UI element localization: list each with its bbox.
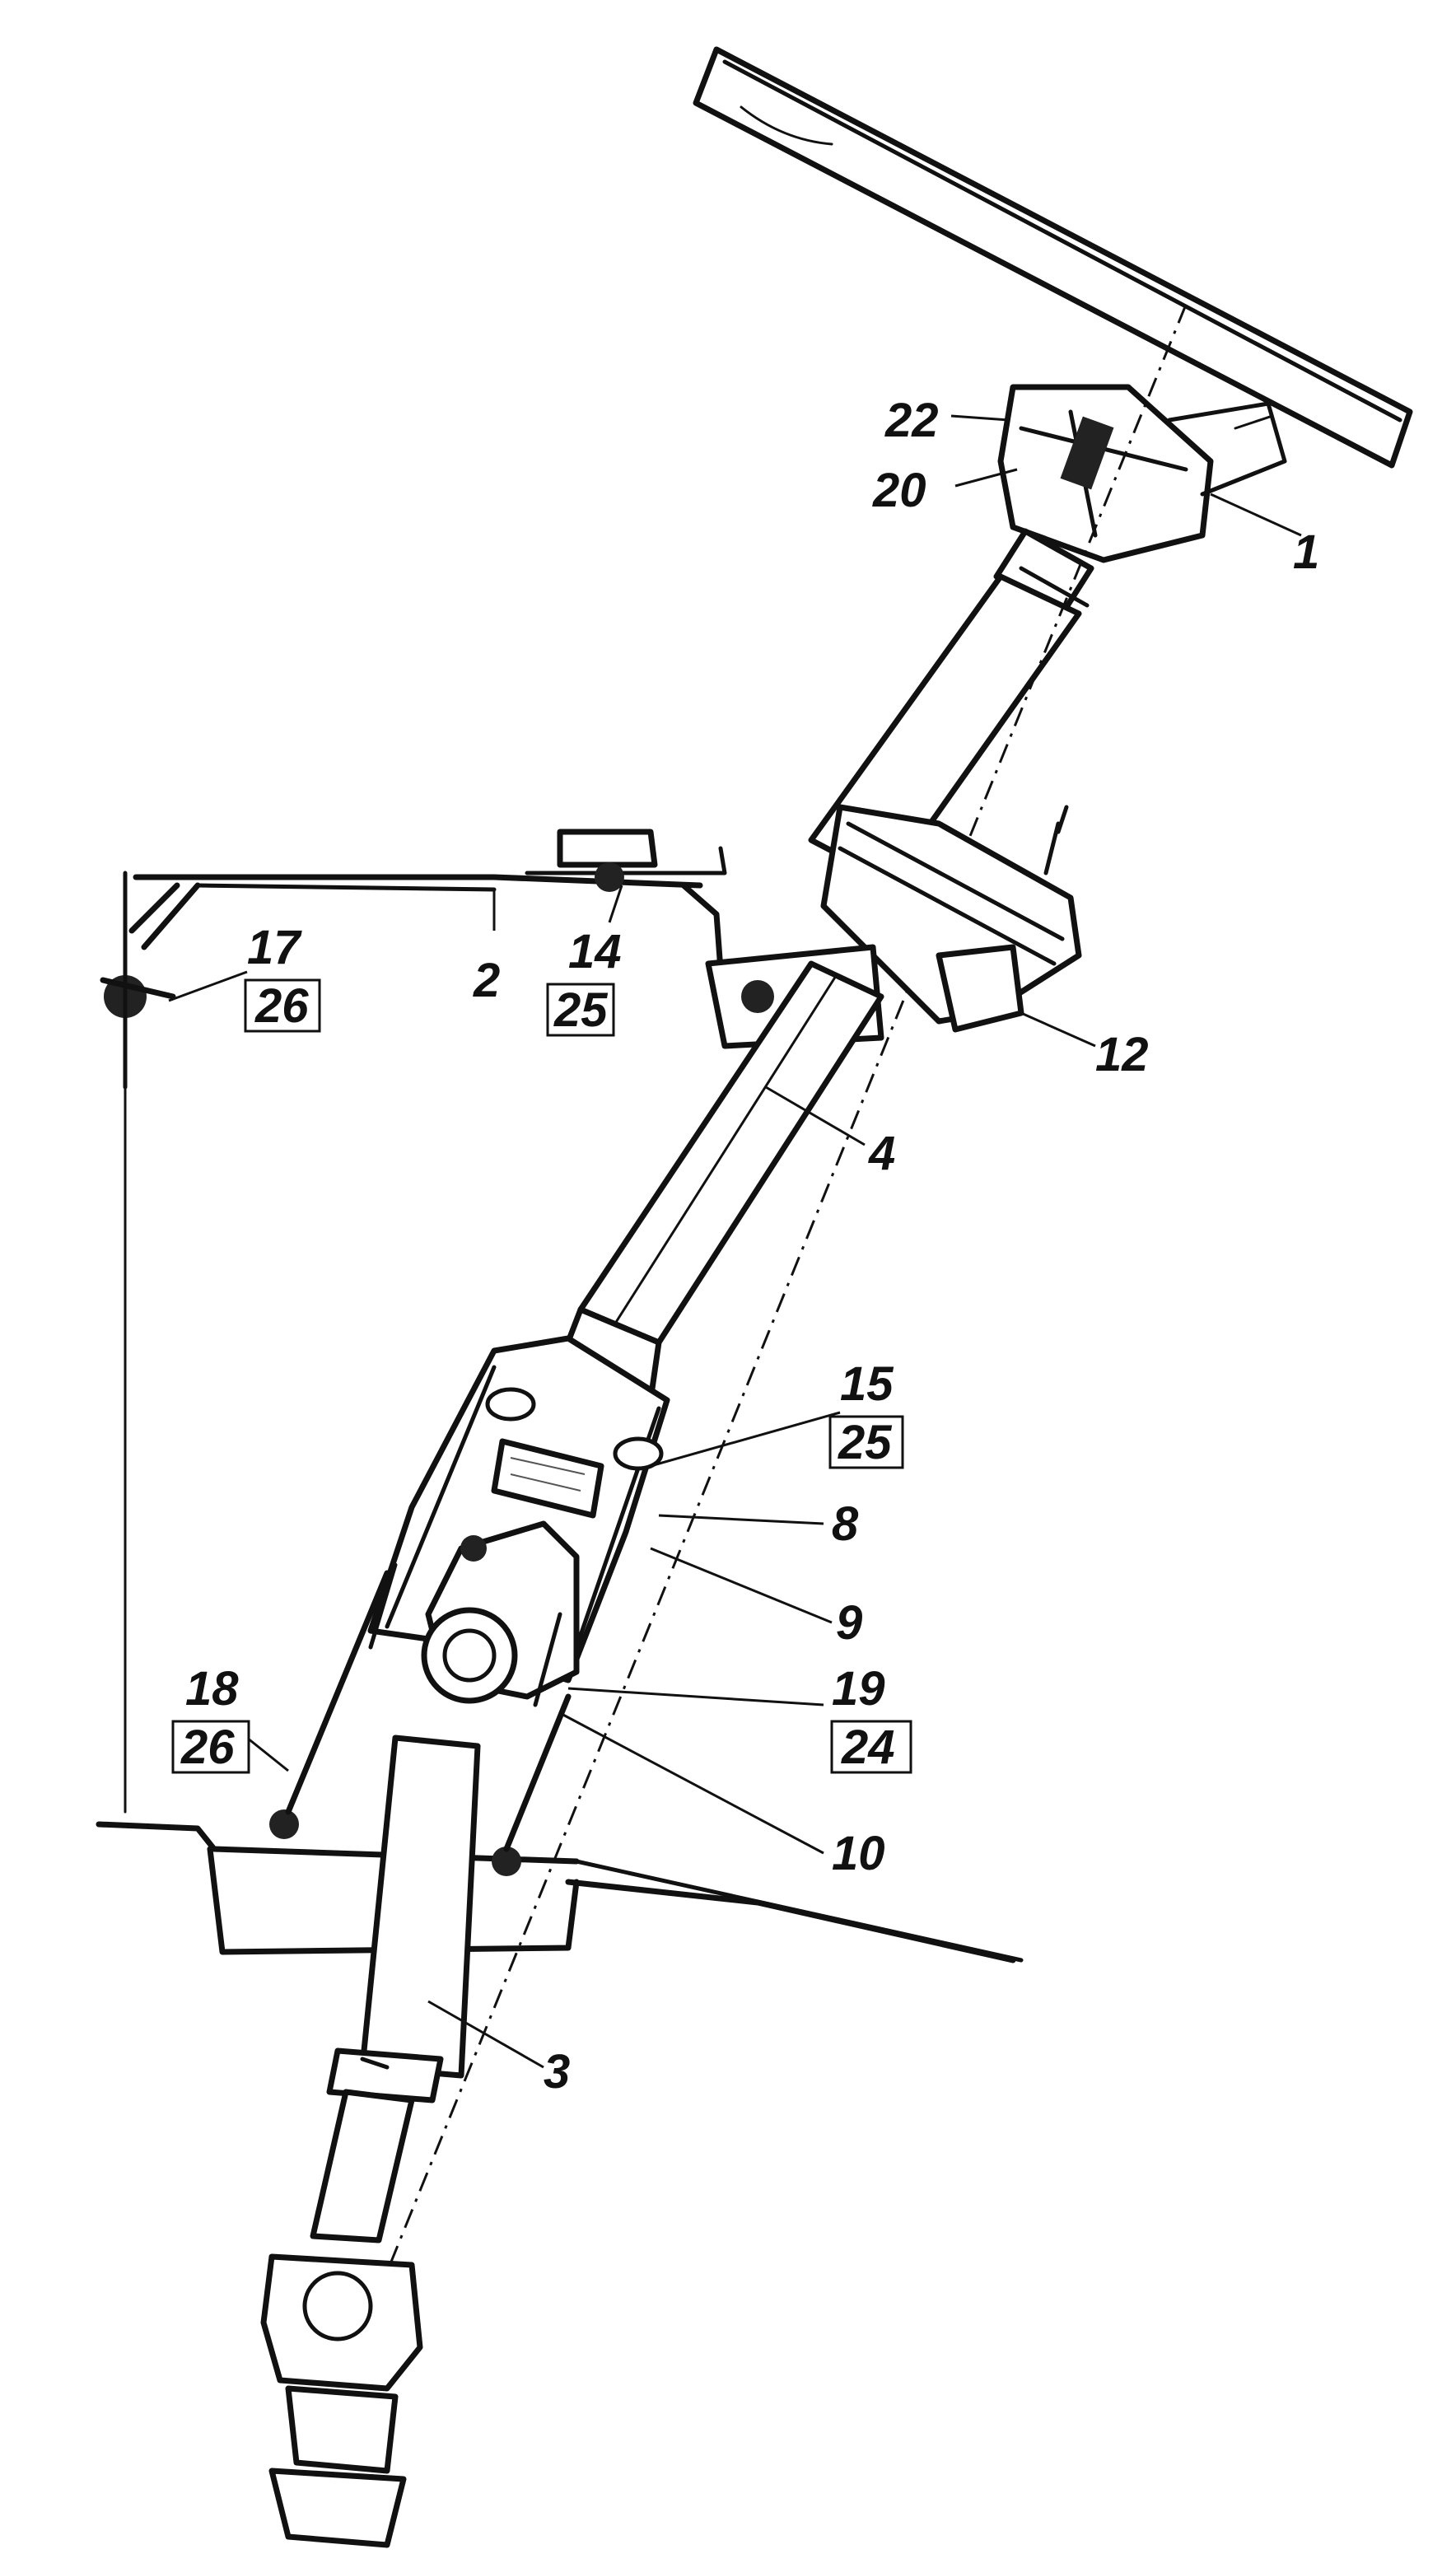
torque-value-15: 25: [838, 1416, 892, 1469]
label-15: 15: [840, 1357, 894, 1411]
leader-lines: [168, 414, 1302, 2069]
torque-box-14: [546, 983, 615, 1037]
label-8: 8: [832, 1497, 859, 1551]
label-22: 22: [884, 394, 939, 447]
torque-value-14: 25: [553, 983, 608, 1037]
torque-box-18: [171, 1720, 250, 1774]
upper-universal-joint: [368, 1520, 580, 1707]
torque-value-17: 26: [254, 979, 309, 1033]
hub-switch-assembly: [997, 384, 1287, 563]
label-9: 9: [836, 1596, 862, 1650]
torque-box-17: [244, 978, 321, 1033]
intermediate-shaft: [310, 1735, 481, 2243]
label-19: 19: [832, 1662, 885, 1716]
label-18: 18: [185, 1662, 239, 1716]
lower-universal-joint: [260, 2253, 423, 2548]
torque-box-19: [830, 1720, 912, 1774]
label-12: 12: [1095, 1028, 1149, 1081]
torque-value-18: 26: [180, 1721, 235, 1774]
torque-value-19: 24: [841, 1721, 895, 1774]
torque-box-15: [828, 1415, 904, 1469]
label-17: 17: [247, 921, 302, 974]
column-axis-line: [311, 304, 1188, 2455]
label-2: 2: [473, 954, 500, 1007]
label-3: 3: [544, 2045, 570, 2099]
column-bracket: [820, 804, 1082, 1033]
steering-wheel: [693, 46, 1413, 469]
label-1: 1: [1293, 525, 1319, 579]
label-14: 14: [568, 925, 622, 978]
label-20: 20: [872, 464, 926, 517]
label-10: 10: [832, 1827, 885, 1880]
label-4: 4: [868, 1127, 895, 1180]
